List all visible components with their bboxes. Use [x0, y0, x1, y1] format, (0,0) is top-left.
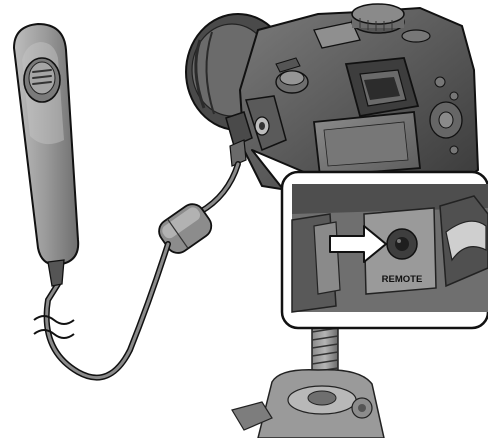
remote-socket: [387, 229, 417, 259]
rear-lcd-screen: [314, 112, 420, 176]
remote-shutter: [14, 24, 78, 286]
release-button: [24, 58, 60, 102]
tripod: [232, 325, 384, 438]
mode-dial: [352, 4, 404, 33]
inset-picture: REMOTE: [292, 184, 488, 312]
cable-break-mark: [34, 316, 74, 338]
remote-port-label: REMOTE: [382, 274, 423, 285]
magnified-inset: REMOTE: [252, 150, 488, 328]
camera: [186, 4, 478, 192]
viewfinder-eyecup: [346, 58, 418, 116]
